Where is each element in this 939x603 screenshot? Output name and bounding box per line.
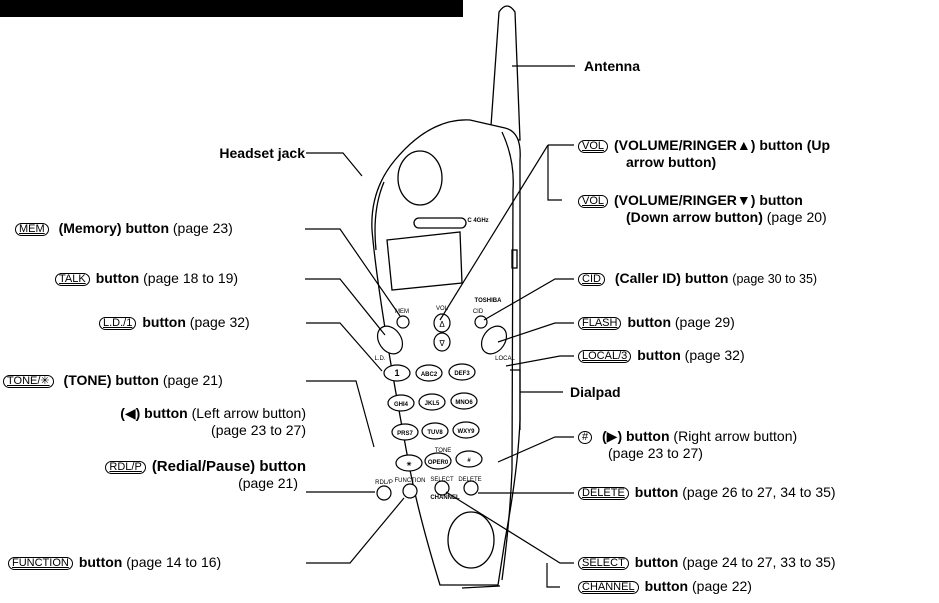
- dialpad-key-label: DEF3: [454, 371, 470, 377]
- dialpad-key-label: PRS7: [397, 431, 413, 437]
- dialpad-key-d3: [448, 363, 476, 381]
- dialpad-key-d2: [415, 364, 443, 382]
- flash-key: [480, 325, 508, 355]
- cid-key: [474, 315, 488, 329]
- header-bar: [0, 0, 463, 17]
- svg-text:L.D.: L.D.: [374, 356, 385, 362]
- dialpad-key-label: JKL5: [425, 401, 440, 407]
- dialpad-key-label: 1: [394, 368, 399, 378]
- dialpad-key-hash: [455, 450, 483, 468]
- label-cid: CID (Caller ID) button (page 30 to 35): [578, 270, 817, 288]
- display: [386, 231, 463, 291]
- svg-text:CID: CID: [473, 309, 484, 315]
- dialpad-key-label: OPER0: [428, 460, 449, 466]
- label-headset-jack: Headset jack: [219, 145, 305, 161]
- brand-text: TOSHIBA: [475, 298, 503, 304]
- dialpad-key-d8: [421, 422, 449, 440]
- dialpad-key-d0: [424, 452, 452, 470]
- dialpad-key-d5: [418, 393, 446, 411]
- dialpad-key-label: ✳: [406, 461, 411, 468]
- rdlp-key: [376, 485, 392, 501]
- label-rdl: RDL/P(Redial/Pause) button (page 21): [20, 458, 306, 492]
- svg-text:VOL: VOL: [436, 306, 449, 312]
- handset-body: [371, 119, 521, 586]
- svg-text:MEM: MEM: [395, 309, 409, 315]
- dialpad-key-label: GHI4: [394, 402, 409, 408]
- label-left-arrow: (◀) button (Left arrow button) (page 23 …: [120, 405, 306, 438]
- dialpad-key-label: TUV8: [427, 430, 443, 436]
- antenna-shape: [489, 5, 521, 141]
- svg-text:DELETE: DELETE: [458, 477, 481, 483]
- label-dialpad: Dialpad: [570, 384, 621, 400]
- function-key: [402, 483, 418, 499]
- dialpad-key-d9: [452, 421, 480, 439]
- label-antenna: Antenna: [584, 58, 640, 74]
- select-key: [434, 480, 450, 496]
- earpiece: [397, 150, 443, 206]
- svg-text:Δ: Δ: [439, 320, 445, 329]
- dialpad-key-star: [395, 454, 423, 472]
- label-tone: TONE/✳ (TONE) button (page 21): [3, 372, 223, 389]
- label-vol-down: VOL(VOLUME/RINGER▼) button (Down arrow b…: [578, 192, 827, 226]
- dialpad-key-d1: [383, 364, 411, 382]
- svg-text:FUNCTION: FUNCTION: [395, 478, 426, 484]
- vol-down-key: [433, 332, 451, 352]
- label-right-arrow: # (▶) button (Right arrow button) (page …: [578, 428, 797, 462]
- label-vol-up: VOL(VOLUME/RINGER▲) button (Up arrow but…: [578, 137, 830, 171]
- svg-text:LOCAL: LOCAL: [495, 356, 515, 362]
- dialpad-key-label: ABC2: [421, 372, 438, 378]
- vol-up-key: [433, 313, 451, 333]
- dialpad-key-label: #: [467, 458, 471, 464]
- dialpad-key-d4: [387, 394, 415, 412]
- mem-key: [396, 315, 410, 329]
- delete-key: [463, 480, 479, 496]
- svg-text:SELECT: SELECT: [430, 477, 454, 483]
- svg-text:CHANNEL: CHANNEL: [430, 495, 460, 501]
- dialpad-key-d7: [391, 423, 419, 441]
- dialpad-key-label: WXY9: [457, 429, 475, 435]
- svg-text:C 4GHz: C 4GHz: [467, 218, 488, 224]
- svg-text:TONE: TONE: [435, 448, 452, 454]
- dialpad-key-label: MNO6: [455, 400, 473, 406]
- svg-text:∇: ∇: [438, 339, 445, 348]
- label-mem: MEM (Memory) button (page 23): [15, 220, 233, 237]
- svg-text:RDL/P: RDL/P: [375, 480, 393, 486]
- dialpad-key-d6: [450, 392, 478, 410]
